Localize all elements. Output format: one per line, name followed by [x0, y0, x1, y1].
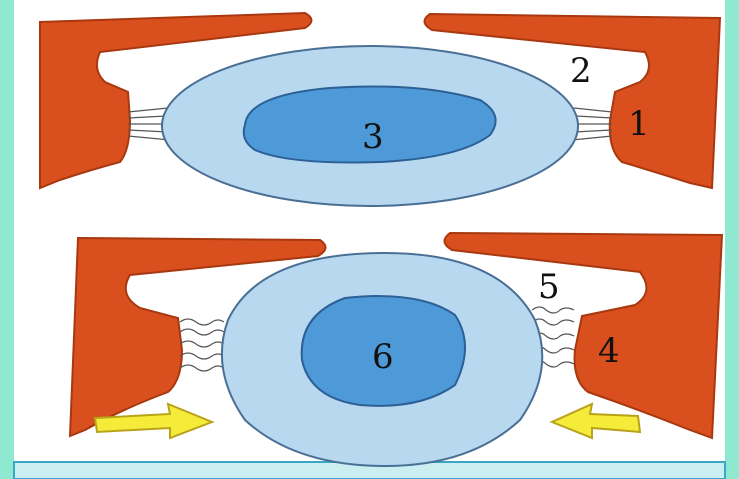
- label-3: 3: [362, 117, 384, 157]
- label-4: 4: [598, 331, 620, 371]
- label-2: 2: [570, 51, 592, 91]
- label-6: 6: [372, 337, 394, 377]
- label-5: 5: [538, 267, 560, 307]
- label-1: 1: [628, 104, 650, 144]
